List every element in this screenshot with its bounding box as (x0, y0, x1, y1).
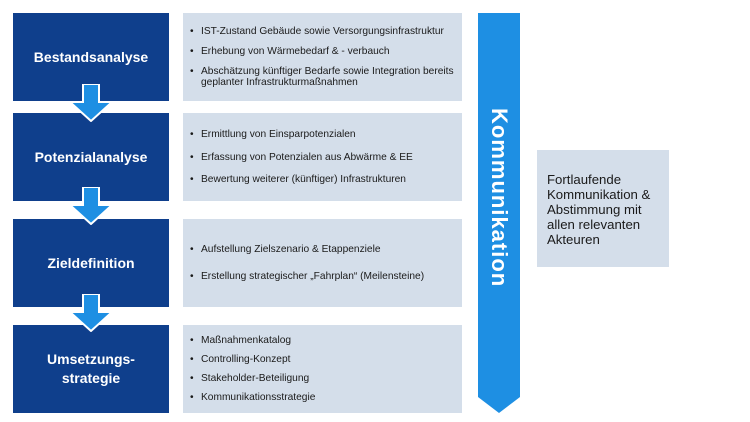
phase-label: Umsetzungs-strategie (47, 351, 135, 386)
phase-label: Bestandsanalyse (33, 48, 149, 65)
list-item: Stakeholder-Beteiligung (189, 373, 454, 384)
communication-note: Fortlaufende Kommunikation & Abstimmung … (537, 150, 669, 267)
list-item: Erstellung strategischer „Fahrplan“ (Mei… (189, 271, 454, 282)
list-item: Erfassung von Potenzialen aus Abwärme & … (189, 152, 454, 163)
phase-umsetzungsstrategie: Umsetzungs-strategie (13, 325, 169, 413)
list-item: Aufstellung Zielszenario & Etappenziele (189, 244, 454, 255)
list-item: Ermittlung von Einsparpotenzialen (189, 129, 454, 140)
phase-label: Potenzialanalyse (34, 148, 148, 165)
communication-arrow-icon (478, 13, 520, 413)
details-bestandsanalyse: IST-Zustand Gebäude sowie Versorgungsinf… (183, 13, 462, 101)
list-item: Erhebung von Wärmebedarf & - verbauch (189, 46, 454, 57)
list-item: Bewertung weiterer (künftiger) Infrastru… (189, 174, 454, 185)
phase-label: Zieldefinition (47, 254, 135, 271)
details-potenzialanalyse: Ermittlung von Einsparpotenzialen Erfass… (183, 113, 462, 201)
list-item: Maßnahmenkatalog (189, 335, 454, 346)
down-arrow-icon (68, 294, 114, 332)
list-item: IST-Zustand Gebäude sowie Versorgungsinf… (189, 26, 454, 37)
list-item: Abschätzung künftiger Bedarfe sowie Inte… (189, 66, 454, 88)
down-arrow-icon (68, 84, 114, 122)
list-item: Kommunikationsstrategie (189, 392, 454, 403)
list-item: Controlling-Konzept (189, 354, 454, 365)
details-umsetzungsstrategie: Maßnahmenkatalog Controlling-Konzept Sta… (183, 325, 462, 413)
communication-label: Kommunikation (487, 108, 512, 288)
details-zieldefinition: Aufstellung Zielszenario & Etappenziele … (183, 219, 462, 307)
down-arrow-icon (68, 187, 114, 225)
phase-zieldefinition: Zieldefinition (13, 219, 169, 307)
